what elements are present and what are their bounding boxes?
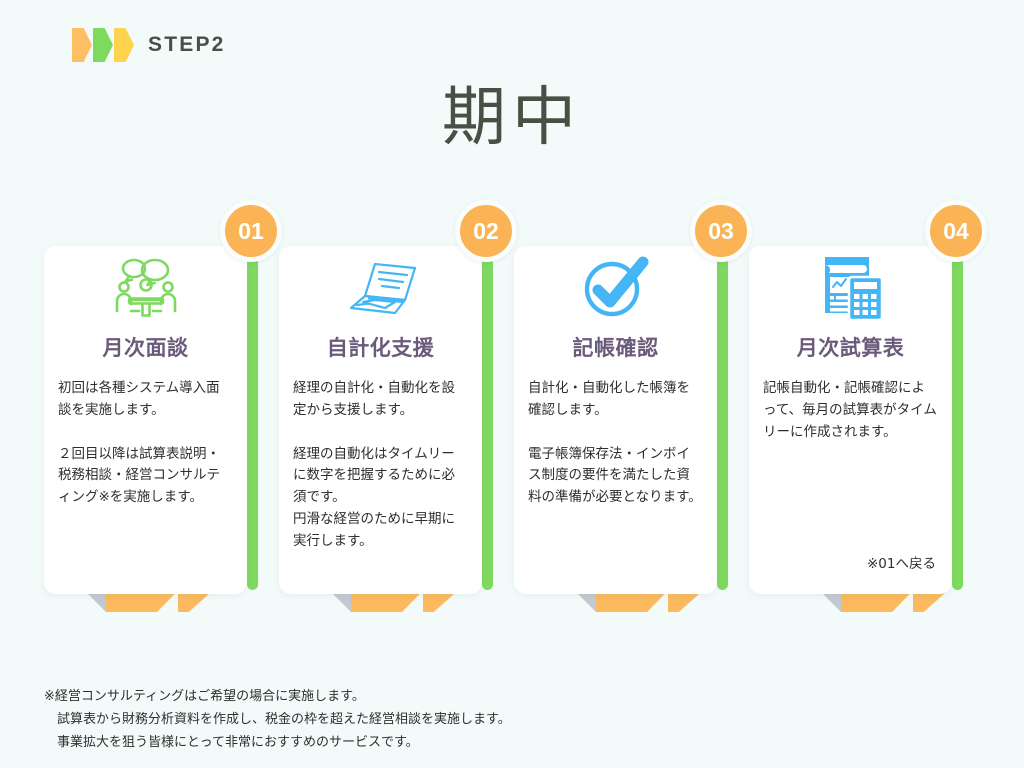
meeting-people-icon [44, 246, 247, 330]
page-title: 期中 [442, 82, 582, 153]
cards-row: 月次面談 初回は各種システム導入面談を実施します。 ２回目以降は試算表説明・税務… [44, 200, 987, 594]
card-heading: 月次試算表 [796, 337, 905, 360]
chevron-group-icon [72, 28, 134, 62]
card-1[interactable]: 月次面談 初回は各種システム導入面談を実施します。 ２回目以降は試算表説明・税務… [44, 246, 247, 594]
card-3[interactable]: 記帳確認 自計化・自動化した帳簿を確認します。 電子帳簿保存法・インボイス制度の… [514, 246, 717, 594]
card-heading: 月次面談 [102, 337, 189, 360]
card-number-badge: 03 [690, 200, 752, 262]
document-calculator-icon [749, 246, 952, 330]
chevron-icon-2 [93, 28, 113, 62]
check-circle-icon [514, 246, 717, 330]
card-body: 経理の自計化・自動化を設定から支援します。 経理の自動化はタイムリーに数字を把握… [293, 380, 455, 550]
card-heading: 記帳確認 [572, 337, 659, 360]
card-green-bar [717, 242, 728, 590]
card-green-bar [482, 242, 493, 590]
card-note: ※01へ戻る [867, 556, 936, 572]
card-4[interactable]: 月次試算表 記帳自動化・記帳確認によって、毎月の試算表がタイムリーに作成されます… [749, 246, 952, 594]
card-number-badge: 01 [220, 200, 282, 262]
step-label: STEP2 [148, 33, 226, 56]
card-body: 自計化・自動化した帳簿を確認します。 電子帳簿保存法・インボイス制度の要件を満た… [528, 380, 702, 506]
laptop-icon [279, 246, 482, 330]
card-slot-1: 月次面談 初回は各種システム導入面談を実施します。 ２回目以降は試算表説明・税務… [44, 200, 282, 594]
card-green-bar [952, 242, 963, 590]
chevron-icon-1 [72, 28, 92, 62]
step-badge: STEP2 [72, 28, 226, 62]
card-number-badge: 02 [455, 200, 517, 262]
card-body: 記帳自動化・記帳確認によって、毎月の試算表がタイムリーに作成されます。 [763, 380, 937, 440]
card-heading: 自計化支援 [326, 337, 435, 360]
card-2[interactable]: 自計化支援 経理の自計化・自動化を設定から支援します。 経理の自動化はタイムリー… [279, 246, 482, 594]
card-green-bar [247, 242, 258, 590]
chevron-icon-3 [114, 28, 134, 62]
card-number-badge: 04 [925, 200, 987, 262]
footnote: ※経営コンサルティングはご希望の場合に実施します。 試算表から財務分析資料を作成… [44, 689, 511, 750]
card-slot-2: 自計化支援 経理の自計化・自動化を設定から支援します。 経理の自動化はタイムリー… [279, 200, 517, 594]
card-body: 初回は各種システム導入面談を実施します。 ２回目以降は試算表説明・税務相談・経営… [58, 380, 220, 506]
card-slot-3: 記帳確認 自計化・自動化した帳簿を確認します。 電子帳簿保存法・インボイス制度の… [514, 200, 752, 594]
card-slot-4: 月次試算表 記帳自動化・記帳確認によって、毎月の試算表がタイムリーに作成されます… [749, 200, 987, 594]
